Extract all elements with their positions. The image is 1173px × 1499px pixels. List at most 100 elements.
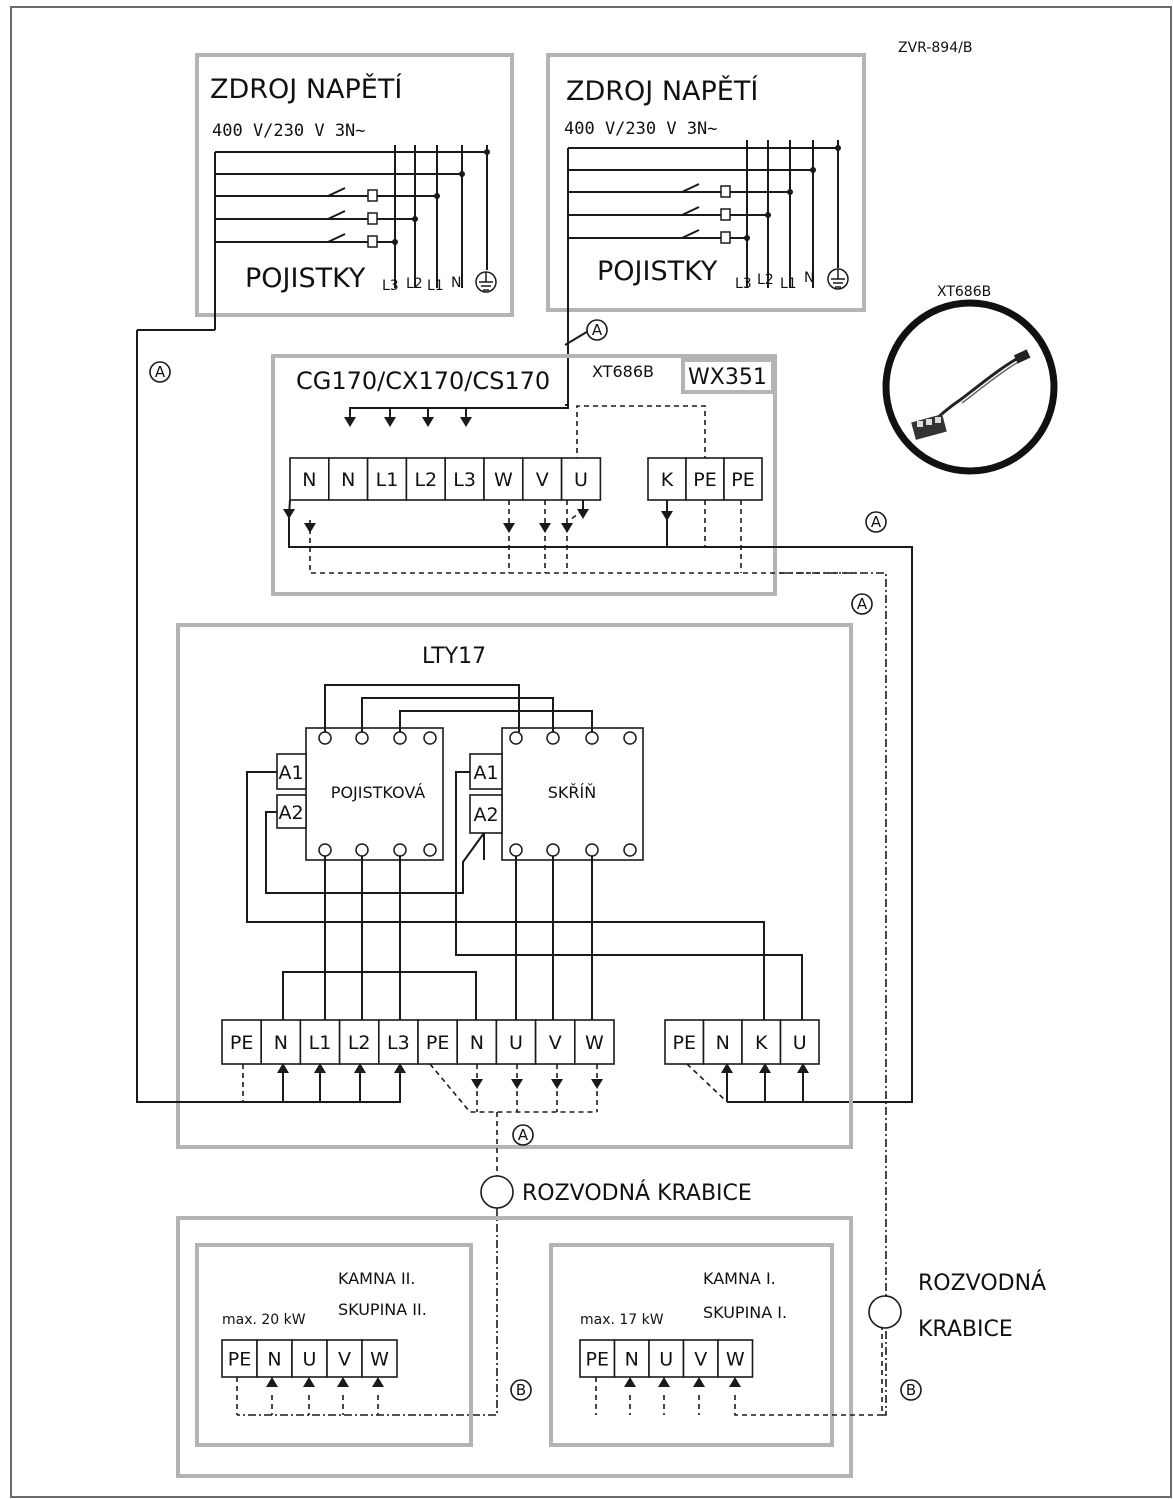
figure-id: ZVR-894/B bbox=[898, 40, 972, 56]
contactor-box-terminal bbox=[573, 1019, 615, 1065]
contactor-box-aux-terminal bbox=[702, 1019, 743, 1065]
contactor-box-terminal-label: L2 bbox=[348, 1032, 371, 1054]
heater-2-terminal bbox=[221, 1339, 258, 1378]
contactor-1-a1: A1 bbox=[278, 762, 303, 784]
heater-2-terminal-label: N bbox=[267, 1349, 281, 1371]
contactor-2-label: SKŘÍŇ bbox=[548, 783, 596, 802]
contactor-box-terminal-label: PE bbox=[230, 1032, 253, 1054]
control-unit-name: CG170/CX170/CS170 bbox=[296, 367, 550, 395]
svg-text:B: B bbox=[516, 1381, 526, 1399]
svg-text:A: A bbox=[592, 321, 603, 339]
contactor-2-a1: A1 bbox=[473, 762, 498, 784]
contactor-box-aux-terminal bbox=[741, 1019, 782, 1065]
control-unit-aux-terminal bbox=[723, 457, 763, 501]
supply-2-fuse-label: POJISTKY bbox=[597, 256, 718, 287]
contactor-box-terminal bbox=[495, 1019, 537, 1065]
sensor-inset: XT686B bbox=[882, 284, 1058, 475]
heater-1-max-power: max. 17 kW bbox=[580, 1312, 664, 1328]
cable-ref-b-2: B bbox=[900, 1379, 922, 1401]
svg-text:A: A bbox=[871, 513, 882, 531]
supply-2-voltage: 400 V/230 V 3N~ bbox=[564, 119, 718, 139]
junction-box-1: ROZVODNÁ KRABICE bbox=[237, 1175, 752, 1416]
contactor-box-terminal bbox=[417, 1019, 459, 1065]
contactor-box-aux-terminal-label: N bbox=[716, 1032, 730, 1054]
svg-text:A: A bbox=[518, 1126, 529, 1144]
heater-1-terminal bbox=[682, 1339, 719, 1378]
control-unit-terminal-label: U bbox=[574, 469, 588, 491]
cable-ref-a-5: A bbox=[512, 1124, 534, 1146]
control-unit-terminal-label: N bbox=[341, 469, 355, 491]
heater-1-terminal bbox=[717, 1339, 754, 1378]
outer-frame bbox=[10, 6, 1172, 1498]
heater-1-title: KAMNA I. bbox=[703, 1269, 776, 1288]
heater-2-terminal bbox=[361, 1339, 398, 1378]
control-unit-terminal-label: W bbox=[494, 469, 513, 491]
supply-1-phase-l2: L2 bbox=[406, 276, 423, 292]
sensor-inset-label: XT686B bbox=[937, 284, 991, 300]
heater-1-group: SKUPINA I. bbox=[703, 1303, 787, 1322]
supply-panel-2: ZDROJ NAPĚTÍ 400 V/230 V 3N~ POJISTKY L3… bbox=[546, 53, 866, 406]
supply-2-phase-l1: L1 bbox=[780, 276, 797, 292]
supply-2-phase-l2: L2 bbox=[757, 272, 774, 288]
earth-icon bbox=[475, 271, 497, 293]
control-unit-aux-terminal-label: PE bbox=[731, 469, 754, 491]
control-unit-terminal bbox=[521, 457, 563, 501]
junction-box-2: ROZVODNÁ KRABICE bbox=[868, 1270, 1046, 1342]
svg-text:A: A bbox=[857, 595, 868, 613]
control-unit-terminal bbox=[560, 457, 602, 501]
contactor-box-terminal-label: L3 bbox=[387, 1032, 410, 1054]
control-unit-terminal-label: V bbox=[536, 469, 549, 491]
contactor-box-terminal-label: W bbox=[585, 1032, 604, 1054]
heater-2-terminal-label: W bbox=[370, 1349, 389, 1371]
control-unit-module-label: WX351 bbox=[688, 365, 767, 390]
contactor-box-terminal-label: PE bbox=[426, 1032, 449, 1054]
supply-1-phase-n: N bbox=[451, 275, 461, 291]
earth-icon bbox=[827, 268, 849, 290]
heater-2-terminal-label: PE bbox=[228, 1349, 251, 1371]
junction-box-2-label-line-2: KRABICE bbox=[918, 1317, 1013, 1342]
connector-icon bbox=[911, 414, 947, 440]
contactor-box-terminal-label: U bbox=[509, 1032, 523, 1054]
supply-1-title: ZDROJ NAPĚTÍ bbox=[210, 73, 402, 105]
control-unit-terminal-label: N bbox=[302, 469, 316, 491]
supply-1-phase-l1: L1 bbox=[427, 278, 444, 294]
cable-ref-a-4: A bbox=[851, 593, 873, 615]
svg-text:B: B bbox=[906, 1381, 916, 1399]
heater-1-terminal-label: V bbox=[694, 1349, 707, 1371]
heater-1-terminal-label: U bbox=[659, 1349, 673, 1371]
cable-ref-a-3: A bbox=[865, 511, 887, 533]
heater-1-terminal-label: PE bbox=[586, 1349, 609, 1371]
contactor-box-terminal-label: V bbox=[549, 1032, 562, 1054]
contactor-box-aux-terminal-label: PE bbox=[673, 1032, 696, 1054]
control-unit-terminal-label: L3 bbox=[453, 469, 476, 491]
contactor-box-terminal-label: N bbox=[470, 1032, 484, 1054]
heater-2-max-power: max. 20 kW bbox=[222, 1312, 306, 1328]
heater-2-terminal-label: V bbox=[338, 1349, 351, 1371]
contactor-box-aux-terminal-label: U bbox=[793, 1032, 807, 1054]
supply-1-phase-l3: L3 bbox=[382, 278, 399, 294]
cable-ref-b-1: B bbox=[510, 1379, 532, 1401]
heater-1-terminal bbox=[648, 1339, 685, 1378]
control-unit-aux-terminal bbox=[647, 457, 687, 501]
control-unit-terminal bbox=[483, 457, 524, 501]
contactor-2-a2: A2 bbox=[473, 804, 498, 826]
control-unit-aux-terminal-label: PE bbox=[693, 469, 716, 491]
contactor-box-terminal bbox=[377, 1019, 419, 1065]
contactor-box-terminal bbox=[534, 1019, 576, 1065]
control-unit-terminal-label: L1 bbox=[376, 469, 399, 491]
heater-2-terminal-label: U bbox=[303, 1349, 317, 1371]
supply-2-phase-l3: L3 bbox=[735, 276, 752, 292]
supply-1-voltage: 400 V/230 V 3N~ bbox=[212, 121, 366, 141]
contactor-box-terminal bbox=[299, 1019, 341, 1065]
heater-1-terminal bbox=[613, 1339, 650, 1378]
supply-1-fuse-label: POJISTKY bbox=[245, 263, 366, 294]
heater-1-terminal-label: W bbox=[726, 1349, 745, 1371]
cable-ref-a-1: A bbox=[149, 361, 171, 383]
heater-2-terminal bbox=[326, 1339, 363, 1378]
contactor-1-a2: A2 bbox=[278, 802, 303, 824]
contactor-box-aux-terminal bbox=[779, 1019, 820, 1065]
cable-ref-a-2: A bbox=[564, 319, 608, 346]
